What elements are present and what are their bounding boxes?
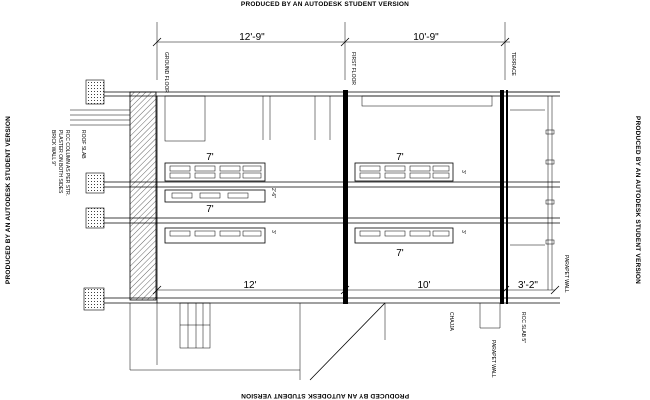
floor-label-first: FIRST FLOOR	[350, 52, 356, 85]
floor-label-ground: GROUND FLOOR	[163, 52, 169, 93]
win-h-label-2: 2'-6"	[270, 188, 276, 198]
win-dim-top-mid: 7'	[396, 152, 404, 163]
window-lower-right: 3' 7'	[354, 227, 466, 259]
floor-slabs	[104, 181, 560, 224]
watermark-left: PRODUCED BY AN AUTODESK STUDENT VERSION	[5, 116, 12, 284]
win-dim-mid-right: 7'	[396, 248, 404, 259]
win-dim-top-left: 7'	[206, 152, 214, 163]
watermark-bottom: PRODUCED BY AN AUTODESK STUDENT VERSION	[241, 392, 409, 399]
win-h-label-1: 3'	[460, 170, 466, 174]
win-h-label-3: 3'	[270, 230, 276, 234]
parapet-label-1: PARAPET WALL	[563, 255, 569, 293]
dim-bottom-right: 3'-2"	[518, 280, 538, 291]
right-railing: PARAPET WALL	[508, 91, 569, 293]
note-wall-b: PLASTER ON BOTH SIDES	[57, 130, 63, 194]
watermark-right: PRODUCED BY AN AUTODESK STUDENT VERSION	[634, 116, 641, 284]
floor-label-terrace: TERRACE	[510, 52, 516, 77]
note-wall-c: RCC COLUMN AS PER STR.	[64, 130, 70, 196]
window-middle: 2'-6" 7'	[164, 188, 276, 215]
rcc-slab-label: RCC SLAB 5"	[520, 312, 526, 343]
left-wall	[104, 91, 560, 301]
slab-ends	[85, 79, 105, 229]
ground-floor-interior	[164, 95, 493, 142]
note-wall-d: ROOF SLAB	[80, 130, 86, 159]
dim-bottom-left: 12'	[243, 280, 256, 291]
columns	[156, 90, 508, 304]
watermark-top: PRODUCED BY AN AUTODESK STUDENT VERSION	[241, 1, 409, 8]
dim-top-mid: 10'-9"	[413, 32, 439, 43]
top-dimension: 12'-9" 10'-9"	[152, 22, 510, 80]
left-annotations: BRICK WALL 9" PLASTER ON BOTH SIDES RCC …	[50, 109, 130, 196]
parapet-label-2: PARAPET WALL	[490, 340, 496, 378]
chajja-label: CHAJJA	[448, 312, 454, 332]
dim-top-left: 12'-9"	[239, 32, 265, 43]
lower-structure: CHAJJA PARAPET WALL RCC SLAB 5"	[129, 302, 526, 381]
window-upper-right: 7' 3'	[354, 152, 466, 182]
win-dim-mid-left: 7'	[206, 204, 214, 215]
window-lower-left: 3'	[164, 227, 276, 244]
win-h-label-4: 3'	[460, 230, 466, 234]
note-wall-a: BRICK WALL 9"	[50, 130, 56, 166]
window-upper-left: 7'	[164, 152, 266, 182]
dim-bottom-mid: 10'	[417, 280, 430, 291]
bottom-dimension: 12' 10' 3'-2"	[152, 280, 560, 295]
